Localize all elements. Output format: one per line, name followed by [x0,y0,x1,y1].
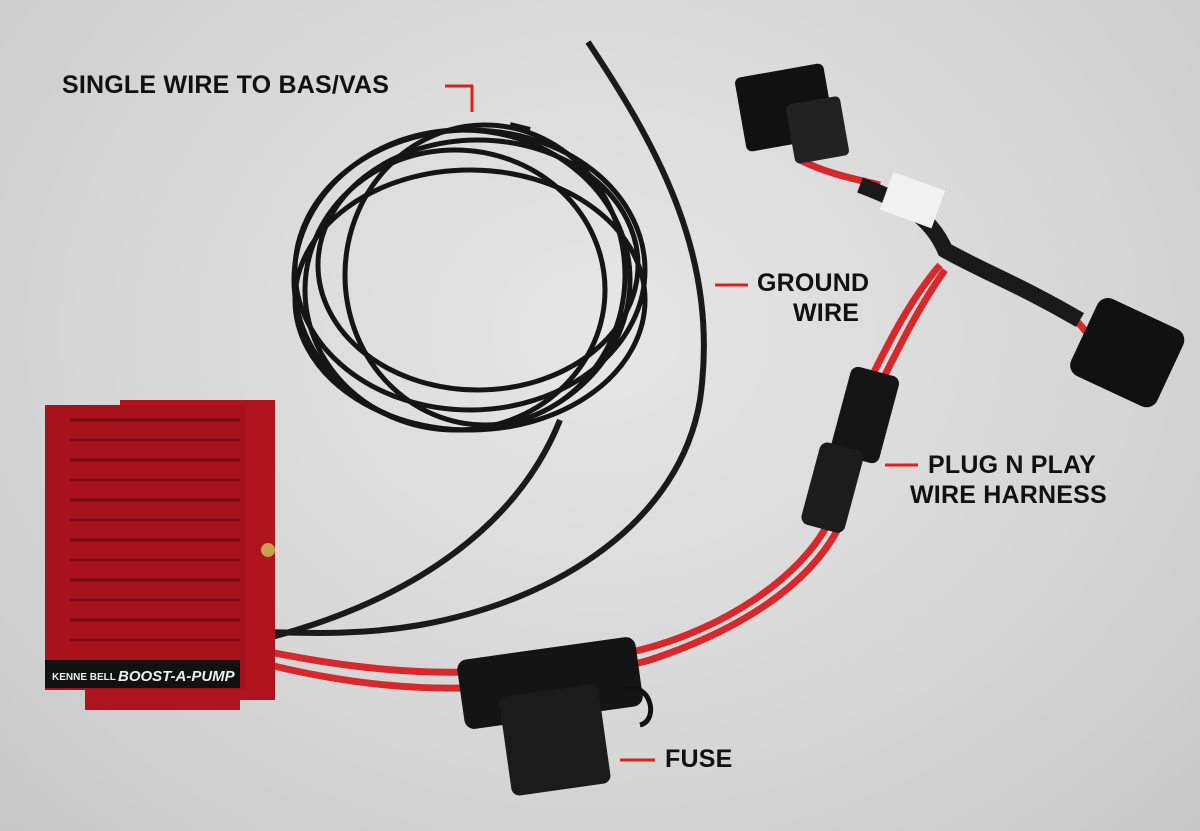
fuse-holder [457,637,654,796]
label-ground-wire-line2: WIRE [793,299,860,327]
inline-connector [801,366,899,533]
label-harness-line2: WIRE HARNESS [910,481,1107,509]
label-single-wire: SINGLE WIRE TO BAS/VAS [62,71,390,99]
device-product-text: BOOST-A-PUMP [118,668,236,685]
label-harness-line1: PLUG N PLAY [928,451,1096,479]
boost-a-pump-device [45,400,275,710]
label-fuse: FUSE [665,745,733,773]
bas-wire [259,418,563,643]
connector-right [1070,298,1185,408]
connector-top [735,63,849,164]
leader-lines [445,84,918,762]
device-brand-text: KENNE BELL [52,672,116,683]
harness-tag [879,171,946,229]
ground-wire [259,40,707,637]
label-ground-wire-line1: GROUND [757,269,870,297]
coiled-wire [291,122,648,433]
red-wires [249,156,1099,692]
